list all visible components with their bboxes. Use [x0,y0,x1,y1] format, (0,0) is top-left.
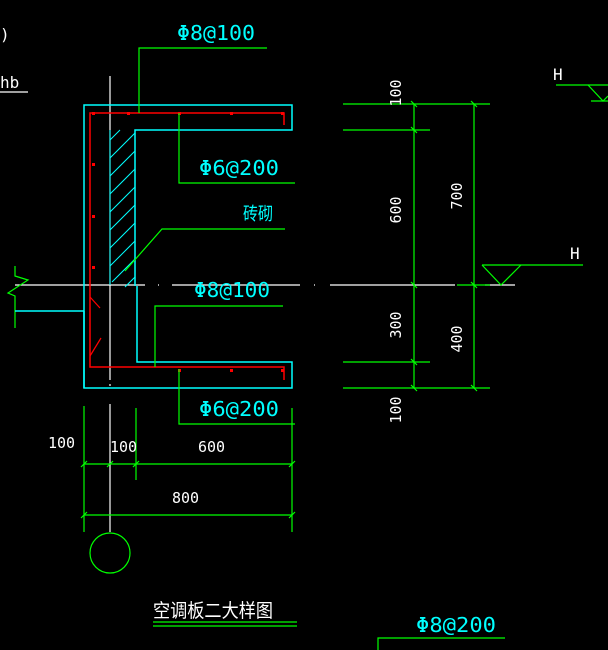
upper-slab-outline [83,104,293,388]
partial-paren-label: ) [0,25,10,44]
break-line-symbol [6,266,30,328]
rebar-label-top-main: Φ8@100 [177,21,255,45]
main-rebar [89,112,285,380]
distribution-bars [92,112,284,372]
rebar-label-bottom-dist: Φ6@200 [199,397,279,421]
drawing-title: 空调板二大样图 [153,600,273,622]
hdim-600: 600 [198,438,225,456]
vdim-left-300: 300 [387,311,405,338]
elevation-marker-upper [556,84,608,102]
leader-bottom-dist [178,369,295,425]
elevation-label-mid: H [570,244,580,263]
rebar-label-top-dist: Φ6@200 [199,156,279,180]
elevation-marker-mid [481,264,583,286]
rebar-hook-2 [89,337,102,357]
leader-top-dist [178,113,295,184]
partial-hb-label: hb [0,73,19,92]
vdim-left-600: 600 [387,196,405,223]
vdim-right-400: 400 [448,325,466,352]
leader-mid-main [154,305,283,367]
vdim-right-700: 700 [448,182,466,209]
hdim-100-outer: 100 [48,434,75,452]
hdim-100-inner: 100 [110,438,137,456]
lower-slab-outline [83,286,293,389]
brick-hatch [109,129,136,288]
hdim-800-total: 800 [172,489,199,507]
leader-brick [124,228,285,272]
rebar-label-mid-main: Φ8@100 [194,278,270,302]
axis-bubble [89,532,131,574]
vdim-left-100-top: 100 [387,79,405,106]
material-label-brick: 砖砌 [243,204,273,225]
horizontal-dimension-lines [80,406,296,532]
rebar-hook-1 [89,296,101,309]
leader-lower-right [377,637,505,650]
elevation-label-upper: H [553,65,563,84]
leader-top-main [138,47,267,113]
vdim-left-100-bottom: 100 [387,396,405,423]
vertical-dimension-lines [343,100,490,392]
rebar-label-lower-right: Φ8@200 [416,613,496,637]
